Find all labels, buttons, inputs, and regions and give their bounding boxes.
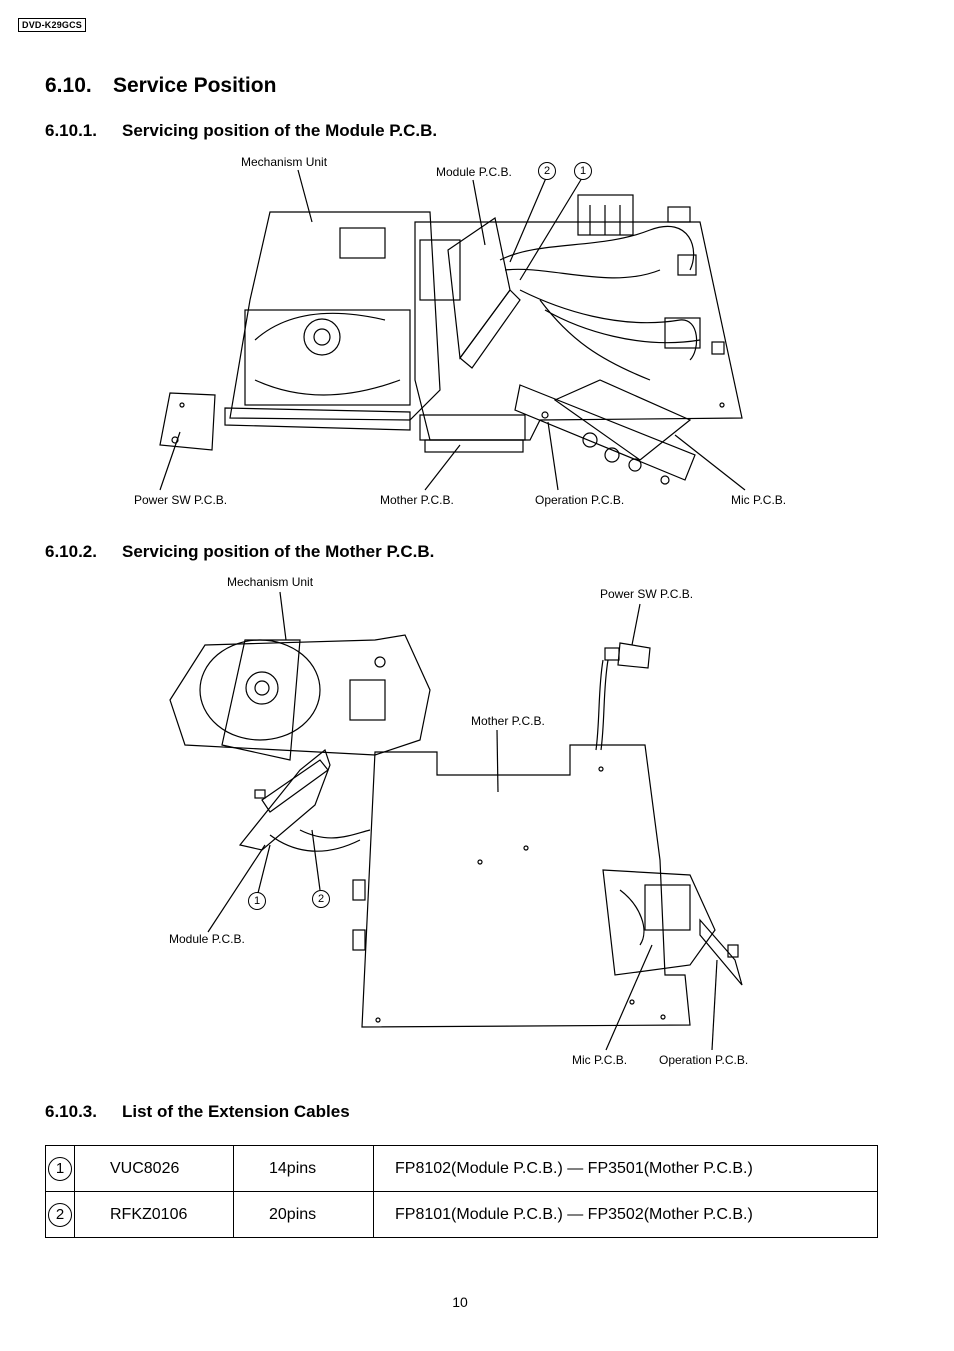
subsection-number-2: 6.10.2. [45, 542, 97, 561]
table-cell-part: RFKZ0106 [74, 1191, 234, 1238]
mechanism-unit-2 [169, 634, 431, 756]
mother-pcb-1 [419, 414, 526, 441]
operation-pcb-1 [514, 384, 696, 481]
table-row: 1 VUC8026 14pins FP8102(Module P.C.B.) —… [45, 1145, 878, 1192]
subsection-title-1: Servicing position of the Module P.C.B. [122, 121, 438, 140]
table-cell-marker: 1 [45, 1145, 75, 1192]
cable-marker: 2 [48, 1202, 72, 1227]
extension-cables-table: 1 VUC8026 14pins FP8102(Module P.C.B.) —… [45, 1145, 878, 1238]
power-sw-pcb-2 [617, 642, 651, 669]
subsection-heading-2: 6.10.2. Servicing position of the Mother … [45, 542, 434, 562]
tray-1 [244, 309, 411, 406]
label-mother-pcb-2: Mother P.C.B. [471, 714, 545, 728]
table-cell-connection: FP8102(Module P.C.B.) — FP3501(Mother P.… [373, 1145, 878, 1192]
label-mechanism-unit-1: Mechanism Unit [241, 155, 328, 169]
mother-pcb-2 [361, 744, 691, 1028]
operation-pcb-2 [602, 869, 716, 976]
label-power-sw-pcb-2: Power SW P.C.B. [600, 587, 694, 601]
module-pcb-2 [238, 748, 331, 851]
chassis-plate-1 [414, 221, 743, 441]
marker-1-fig1: 1 [574, 162, 592, 180]
section-number: 6.10. [45, 74, 92, 97]
table-cell-pins: 20pins [233, 1191, 374, 1238]
table-cell-connection: FP8101(Module P.C.B.) — FP3502(Mother P.… [373, 1191, 878, 1238]
marker-2-fig1: 2 [538, 162, 556, 180]
label-mechanism-unit-2: Mechanism Unit [227, 575, 314, 589]
subsection-title-3: List of the Extension Cables [122, 1102, 350, 1121]
table-cell-part: VUC8026 [74, 1145, 234, 1192]
label-mother-pcb-1: Mother P.C.B. [380, 493, 454, 507]
table-row: 2 RFKZ0106 20pins FP8101(Module P.C.B.) … [45, 1191, 878, 1238]
subsection-title-2: Servicing position of the Mother P.C.B. [122, 542, 435, 561]
label-operation-pcb-1: Operation P.C.B. [535, 493, 625, 507]
cable-marker: 1 [48, 1156, 72, 1181]
transformer-1 [664, 317, 701, 349]
marker-1-fig2: 1 [248, 892, 266, 910]
subsection-number-3: 6.10.3. [45, 1102, 97, 1121]
label-module-pcb-2: Module P.C.B. [169, 932, 245, 946]
label-mic-pcb-2: Mic P.C.B. [572, 1053, 628, 1067]
table-cell-pins: 14pins [233, 1145, 374, 1192]
section-heading: 6.10. Service Position [45, 74, 276, 98]
power-sw-pcb-1 [159, 392, 216, 451]
section-title: Service Position [113, 74, 277, 97]
label-mic-pcb-1: Mic P.C.B. [731, 493, 787, 507]
page-number: 10 [452, 1294, 468, 1310]
connector-block-1 [577, 194, 634, 236]
module-pcb-1 [447, 216, 511, 360]
mechanism-unit-1 [229, 211, 441, 421]
mic-pcb-1 [553, 379, 692, 461]
label-module-pcb-1: Module P.C.B. [436, 165, 512, 179]
marker-2-fig2: 2 [312, 890, 330, 908]
subsection-heading-1: 6.10.1. Servicing position of the Module … [45, 121, 437, 141]
label-operation-pcb-2: Operation P.C.B. [659, 1053, 749, 1067]
model-tag: DVD-K29GCS [18, 18, 87, 32]
mic-pcb-2 [644, 884, 691, 931]
table-cell-marker: 2 [45, 1191, 75, 1238]
subsection-number-1: 6.10.1. [45, 121, 97, 140]
subsection-heading-3: 6.10.3. List of the Extension Cables [45, 1102, 350, 1122]
label-power-sw-pcb-1: Power SW P.C.B. [134, 493, 228, 507]
